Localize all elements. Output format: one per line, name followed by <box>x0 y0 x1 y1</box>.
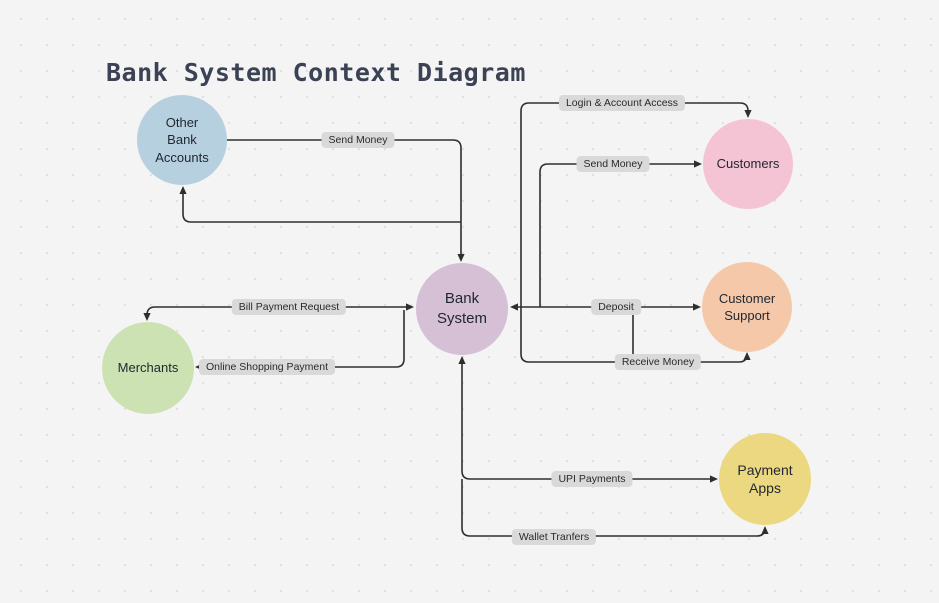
edge-return-to-other-bank <box>182 194 461 223</box>
edge-upi-payments <box>461 364 710 480</box>
edge-label-send-money-customers: Send Money <box>576 155 650 173</box>
node-label-line: Bank <box>444 290 480 308</box>
arrowhead-icon <box>743 352 751 360</box>
edge-login-account-access <box>520 102 749 307</box>
node-label-line: Bank <box>167 132 197 148</box>
node-merchants[interactable]: Merchants <box>102 322 194 414</box>
arrowhead-icon <box>143 313 151 321</box>
node-label-line: Customers <box>716 156 780 172</box>
edge-label-online-shopping-payment: Online Shopping Payment <box>199 358 335 376</box>
node-label-line: System <box>436 310 487 327</box>
arrowhead-icon <box>510 303 518 311</box>
arrowhead-icon <box>761 526 769 534</box>
node-label-line: Merchants <box>117 360 179 376</box>
node-label-line: Accounts <box>155 149 209 165</box>
node-label-line: Customer <box>718 290 776 306</box>
edge-online-shopping-payment <box>202 310 405 368</box>
arrowhead-icon <box>458 356 466 364</box>
arrowhead-icon <box>693 303 701 311</box>
edge-label-upi-payments: UPI Payments <box>551 470 633 488</box>
arrowhead-icon <box>744 110 752 118</box>
edge-send-money-customers <box>539 163 694 307</box>
arrowhead-icon <box>694 160 702 168</box>
diagram-title: Bank System Context Diagram <box>106 58 526 87</box>
arrowhead-icon <box>457 254 465 262</box>
arrowhead-icon <box>179 186 187 194</box>
node-label-line: Payment <box>737 461 793 478</box>
node-label-line: Apps <box>749 480 781 496</box>
arrowhead-icon <box>406 303 414 311</box>
edge-label-deposit: Deposit <box>591 298 641 316</box>
edge-label-receive-money: Receive Money <box>614 353 702 371</box>
edge-label-send-money-oba: Send Money <box>321 131 395 149</box>
node-customers[interactable]: Customers <box>703 119 793 209</box>
edge-label-wallet-tranfers: Wallet Tranfers <box>511 528 597 546</box>
edge-send-money-oba <box>227 139 462 254</box>
node-label-line: Other <box>165 115 199 131</box>
node-label-line: Support <box>724 308 770 323</box>
edge-label-login-account-access: Login & Account Access <box>558 94 686 112</box>
edge-label-bill-payment-request: Bill Payment Request <box>231 298 347 316</box>
arrowhead-icon <box>710 475 718 483</box>
